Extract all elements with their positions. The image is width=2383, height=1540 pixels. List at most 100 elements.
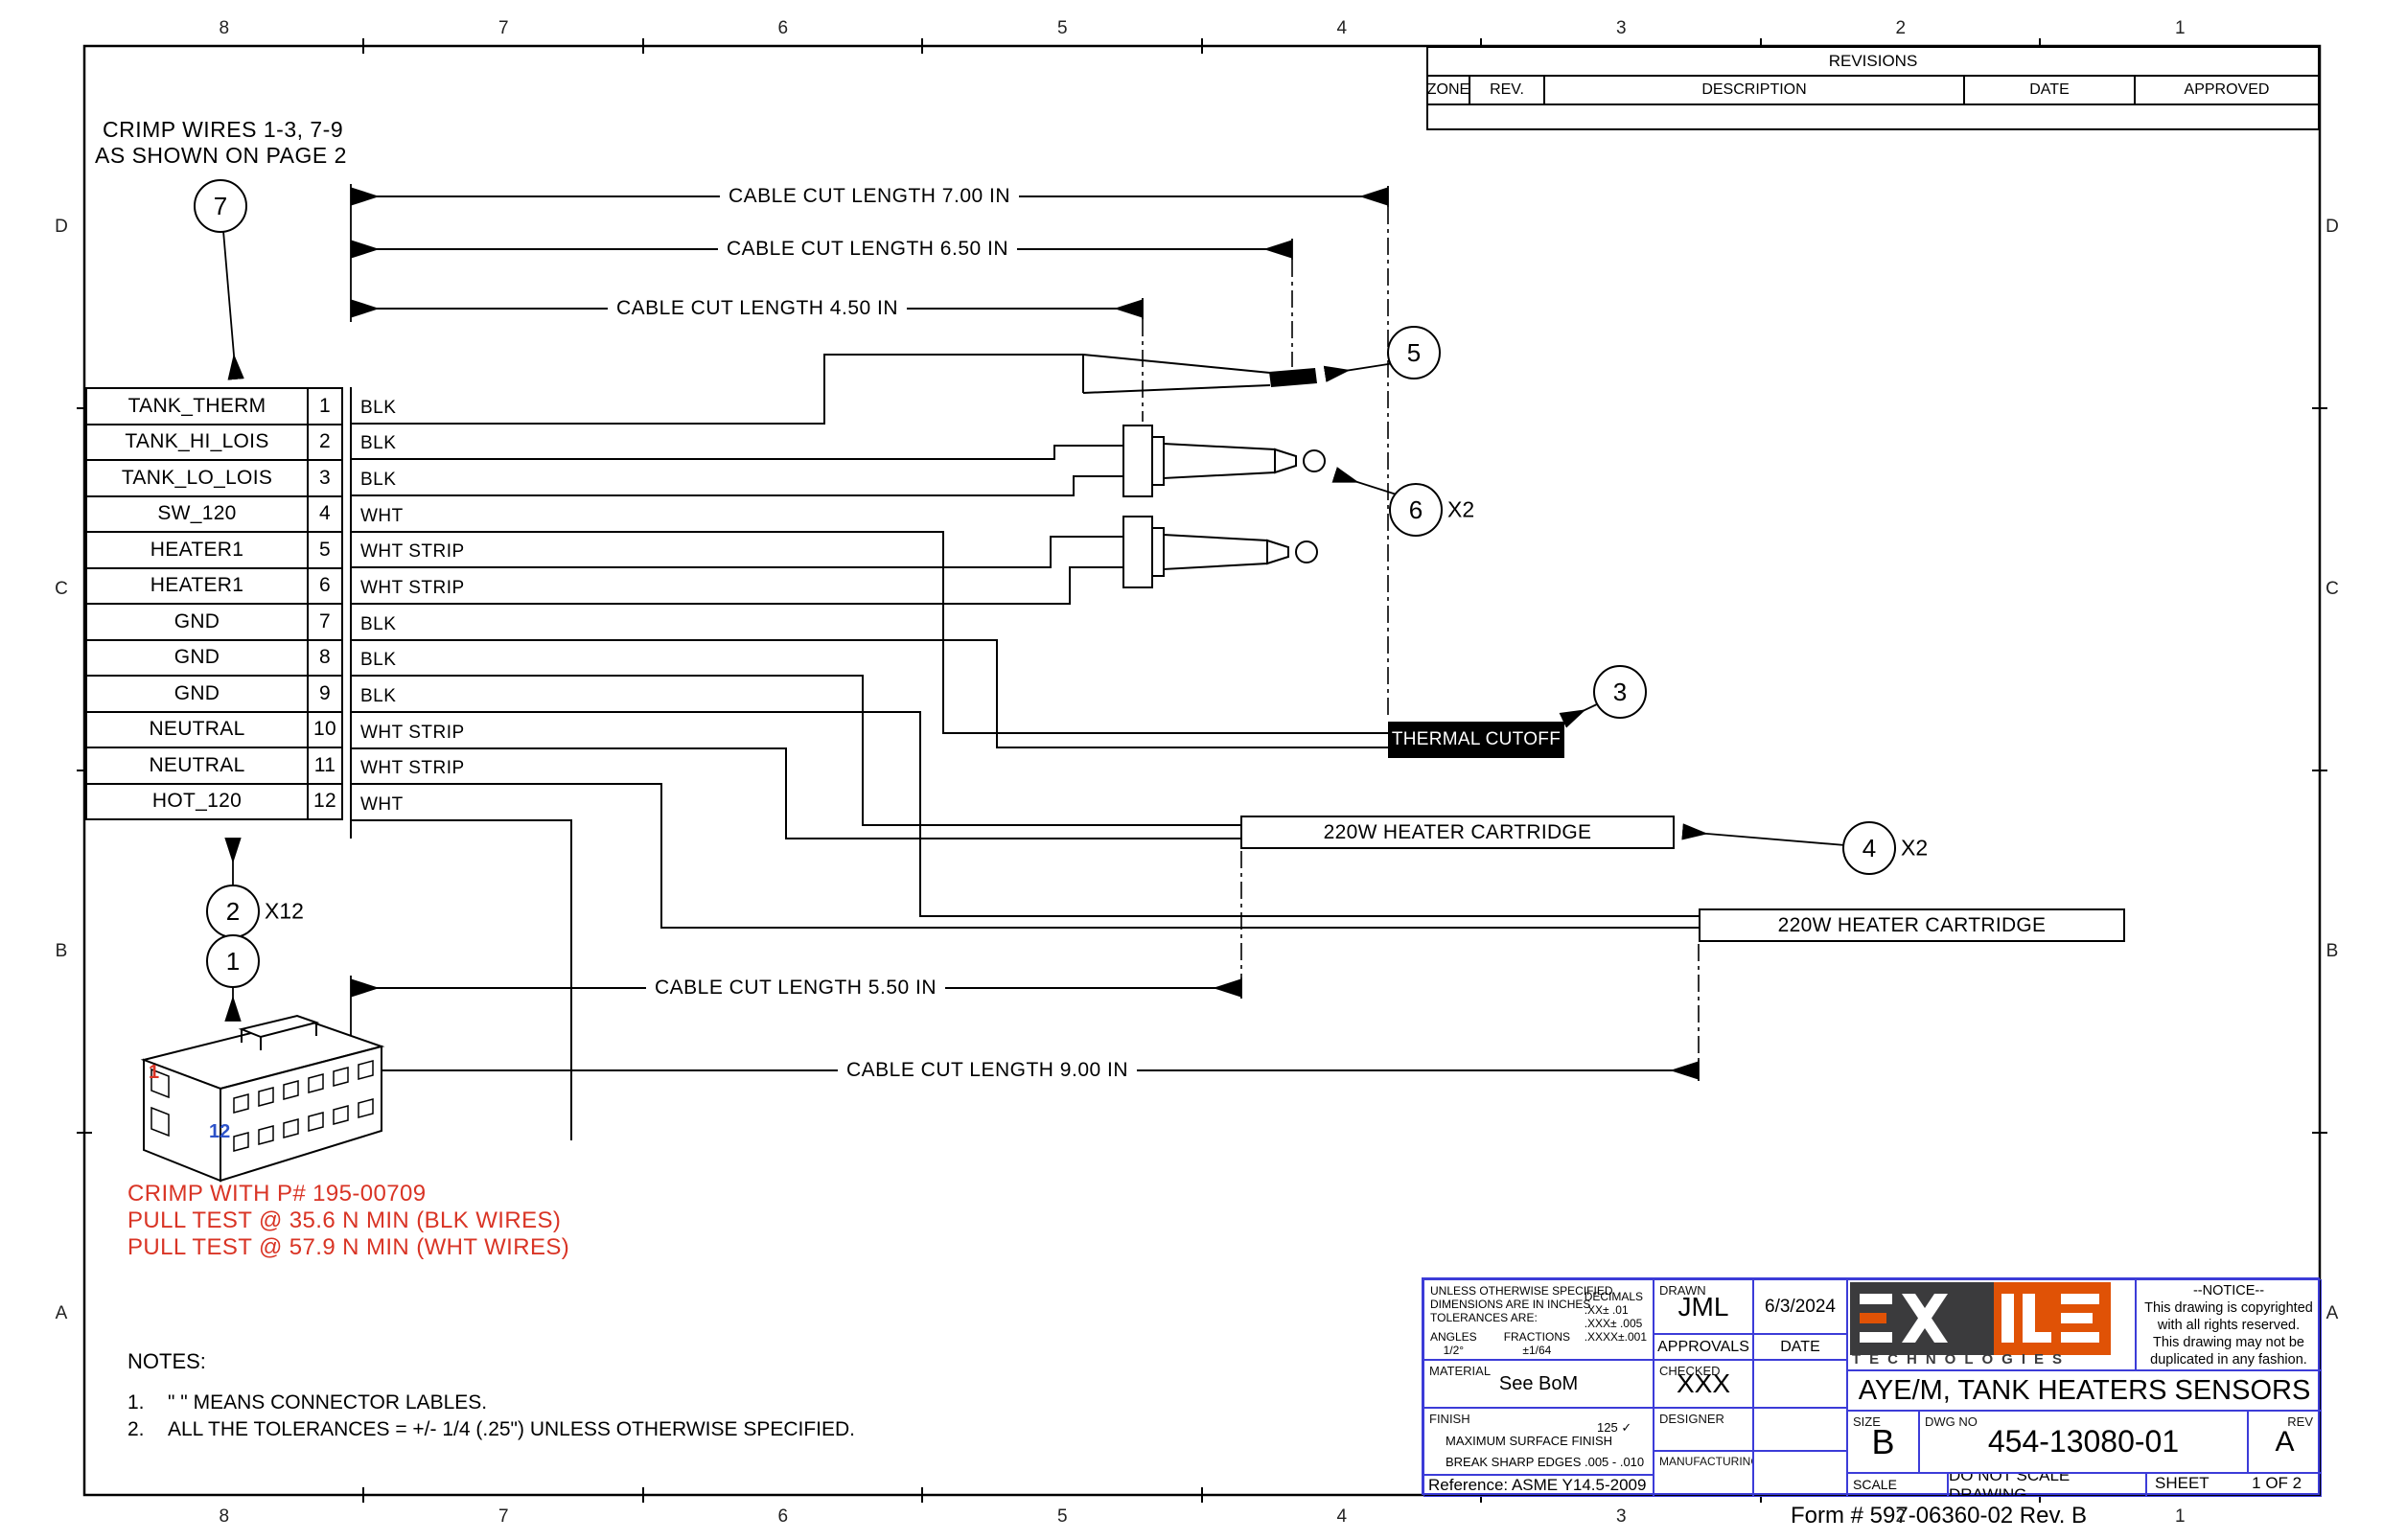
probe-sensor-1 bbox=[1122, 425, 1326, 497]
zone-label: 2 bbox=[1895, 1506, 1907, 1527]
wire-path-11 bbox=[351, 783, 1699, 929]
size-value: B bbox=[1871, 1421, 1895, 1461]
form-number-note: Form # 597-06360-02 Rev. B bbox=[1791, 1503, 2088, 1529]
pin-row-number: 6 bbox=[309, 569, 341, 605]
rev-value: A bbox=[2275, 1425, 2295, 1458]
zone-label: 7 bbox=[497, 1506, 509, 1527]
pin-row-name: HEATER1 bbox=[87, 568, 309, 605]
dwg-no-label: DWG NO bbox=[1925, 1414, 1978, 1429]
wire-path-10 bbox=[351, 747, 1240, 839]
zone-label: B bbox=[55, 941, 68, 961]
wire-path-7 bbox=[351, 639, 1388, 748]
red-note-crimp: CRIMP WITH P# 195-00709 bbox=[127, 1181, 427, 1207]
zone-label: 4 bbox=[1336, 18, 1348, 38]
dimension-lines bbox=[350, 187, 1700, 1080]
balloon-2-qty: X12 bbox=[265, 898, 304, 924]
wire-path-12 bbox=[351, 819, 572, 1140]
wire-color-label: WHT bbox=[360, 794, 404, 815]
scale-cell: SCALE bbox=[1847, 1473, 1948, 1497]
connector-drawing bbox=[140, 1014, 385, 1183]
wire-paths bbox=[350, 354, 1699, 1140]
drawn-label: DRAWN bbox=[1659, 1283, 1706, 1298]
notice-cell: --NOTICE-- This drawing is copyrighted w… bbox=[2136, 1279, 2322, 1370]
pin-row-number: 5 bbox=[309, 533, 341, 569]
dimension-extension-lines bbox=[350, 184, 1700, 1083]
pin-row-name: GND bbox=[87, 677, 309, 713]
pin-row-name: GND bbox=[87, 605, 309, 641]
logo-technologies-text: TECHNOLOGIES bbox=[1852, 1351, 2071, 1368]
designer-cell: DESIGNER bbox=[1654, 1408, 1753, 1451]
zone-label: 1 bbox=[2174, 18, 2186, 38]
thermal-cutoff: THERMAL CUTOFF bbox=[1388, 722, 1564, 758]
zone-label: A bbox=[2325, 1303, 2339, 1323]
zone-label: C bbox=[55, 579, 68, 599]
crimp-note-line1: CRIMP WIRES 1-3, 7-9 bbox=[103, 117, 344, 142]
wire-color-label: BLK bbox=[360, 686, 397, 706]
pin-row-name: HOT_120 bbox=[87, 784, 309, 818]
connector-pin1-label: 1 bbox=[149, 1062, 160, 1083]
rev-cell: REV A bbox=[2248, 1411, 2322, 1473]
revisions-col-approved: APPROVED bbox=[2184, 81, 2270, 98]
balloon-5: 5 bbox=[1387, 326, 1441, 379]
revisions-header-row: ZONE REV. DESCRIPTION DATE APPROVED bbox=[1427, 77, 2318, 105]
pin-row-name: NEUTRAL bbox=[87, 712, 309, 748]
revisions-col-date: DATE bbox=[1965, 77, 2136, 103]
drawn-date: 6/3/2024 bbox=[1753, 1279, 1847, 1334]
balloon-4: 4 bbox=[1842, 821, 1896, 875]
zone-label: 4 bbox=[1336, 1506, 1348, 1527]
drawn-cell: DRAWN JML bbox=[1654, 1279, 1753, 1334]
tolerance-block: UNLESS OTHERWISE SPECIFIED DIMENSIONS AR… bbox=[1423, 1279, 1654, 1360]
sheet-cell: SHEET 1 OF 2 bbox=[2146, 1473, 2322, 1497]
do-not-scale-text: DO NOT SCALE DRAWING bbox=[1948, 1473, 2146, 1497]
zone-label: D bbox=[2325, 217, 2339, 237]
pin-row-name: TANK_HI_LOIS bbox=[87, 425, 309, 461]
balloon-7: 7 bbox=[194, 179, 247, 233]
checked-label: CHECKED bbox=[1659, 1364, 1721, 1378]
dim-label-7in: CABLE CUT LENGTH 7.00 IN bbox=[719, 185, 1020, 208]
note-2-text: ALL THE TOLERANCES = +/- 1/4 (.25") UNLE… bbox=[168, 1418, 856, 1440]
zone-label: D bbox=[55, 217, 68, 237]
pin-row-number: 2 bbox=[309, 425, 341, 461]
wire-path-2 bbox=[351, 445, 1123, 460]
title-block: UNLESS OTHERWISE SPECIFIED DIMENSIONS AR… bbox=[1422, 1277, 2322, 1497]
red-note-pulltest-blk: PULL TEST @ 35.6 N MIN (BLK WIRES) bbox=[127, 1207, 562, 1233]
scale-label: SCALE bbox=[1853, 1477, 1897, 1492]
balloon-4-qty: X2 bbox=[1901, 835, 1929, 861]
wire-color-label: BLK bbox=[360, 398, 397, 418]
sheet-label: SHEET bbox=[2155, 1474, 2209, 1492]
revisions-table: REVISIONS ZONE REV. DESCRIPTION DATE APP… bbox=[1426, 46, 2320, 130]
zone-label: A bbox=[55, 1303, 68, 1323]
note-2-number: 2. bbox=[127, 1418, 145, 1440]
zone-label: 3 bbox=[1615, 18, 1627, 38]
notes-title: NOTES: bbox=[127, 1349, 206, 1373]
manufacturing-cell: MANUFACTURING bbox=[1654, 1451, 1753, 1497]
dim-label-6-5in: CABLE CUT LENGTH 6.50 IN bbox=[717, 238, 1018, 261]
fractions-tolerance: FRACTIONS±1/64 bbox=[1503, 1330, 1571, 1357]
zone-label: 6 bbox=[777, 18, 789, 38]
dim-label-5-5in: CABLE CUT LENGTH 5.50 IN bbox=[645, 977, 946, 1000]
zone-label: 8 bbox=[219, 1506, 230, 1527]
note-2: 2. ALL THE TOLERANCES = +/- 1/4 (.25") UN… bbox=[127, 1418, 855, 1441]
manufacturing-label: MANUFACTURING bbox=[1659, 1455, 1753, 1468]
wire-path-3 bbox=[351, 475, 1123, 496]
zone-label: 5 bbox=[1056, 18, 1068, 38]
pin-row-name: TANK_LO_LOIS bbox=[87, 461, 309, 497]
pin-row-number: 10 bbox=[309, 713, 341, 748]
wire-color-label: BLK bbox=[360, 614, 397, 634]
pin-row-number: 7 bbox=[309, 605, 341, 641]
pin-row-name: TANK_THERM bbox=[87, 389, 309, 425]
pin-row-number: 4 bbox=[309, 497, 341, 533]
surface-finish-value: 125 ✓ bbox=[1597, 1420, 1632, 1435]
wire-color-label: BLK bbox=[360, 433, 397, 453]
revisions-col-description: DESCRIPTION bbox=[1545, 77, 1965, 103]
checked-cell: CHECKED XXX bbox=[1654, 1360, 1753, 1408]
date-label: DATE bbox=[1753, 1334, 1847, 1360]
heater-cartridge-2: 220W HEATER CARTRIDGE bbox=[1699, 908, 2125, 942]
revisions-empty-row bbox=[1428, 105, 2318, 130]
checked-date-cell bbox=[1753, 1360, 1847, 1408]
rev-label: REV bbox=[2287, 1414, 2313, 1429]
pin-row-number: 1 bbox=[309, 389, 341, 425]
